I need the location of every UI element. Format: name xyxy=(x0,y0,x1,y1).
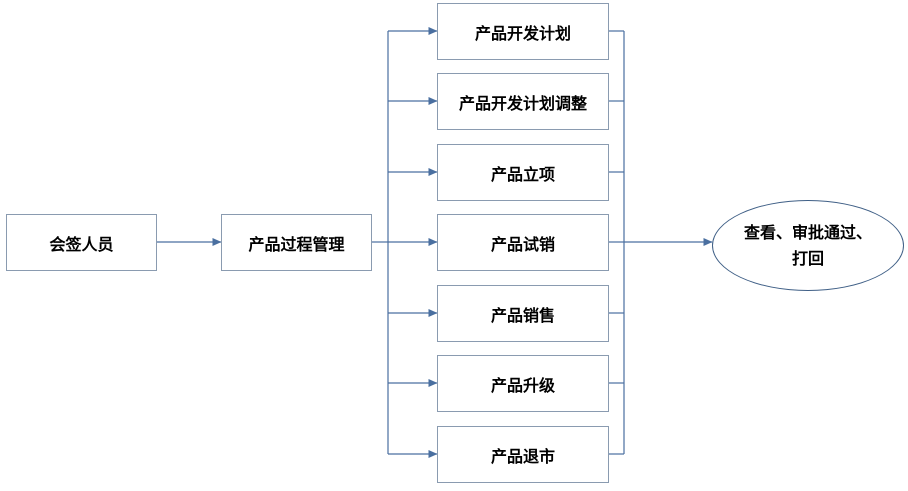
stage-dev-plan-adjust: 产品开发计划调整 xyxy=(437,73,609,130)
stage-upgrade: 产品升级 xyxy=(437,355,609,412)
stage-retirement: 产品退市 xyxy=(437,426,609,483)
review-approval-line-1: 查看、审批通过、 xyxy=(743,222,872,242)
stage-label: 产品开发计划 xyxy=(474,23,571,43)
stage-label: 产品试销 xyxy=(490,234,555,254)
review-approval-node: 查看、审批通过、 打回 xyxy=(712,200,904,291)
signatory-node: 会签人员 xyxy=(6,214,157,271)
stage-dev-plan: 产品开发计划 xyxy=(437,3,609,60)
process-management-node: 产品过程管理 xyxy=(221,214,372,271)
stage-sales: 产品销售 xyxy=(437,285,609,342)
signatory-node-label: 会签人员 xyxy=(49,234,114,254)
stage-label: 产品销售 xyxy=(490,305,555,325)
process-management-node-label: 产品过程管理 xyxy=(248,234,345,254)
review-approval-line-2: 打回 xyxy=(791,248,824,268)
stage-label: 产品退市 xyxy=(490,446,555,466)
stage-label: 产品升级 xyxy=(490,375,555,395)
stage-project-approval: 产品立项 xyxy=(437,144,609,201)
stage-trial-sale: 产品试销 xyxy=(437,214,609,271)
stage-label: 产品立项 xyxy=(490,164,555,184)
stage-label: 产品开发计划调整 xyxy=(458,93,587,113)
